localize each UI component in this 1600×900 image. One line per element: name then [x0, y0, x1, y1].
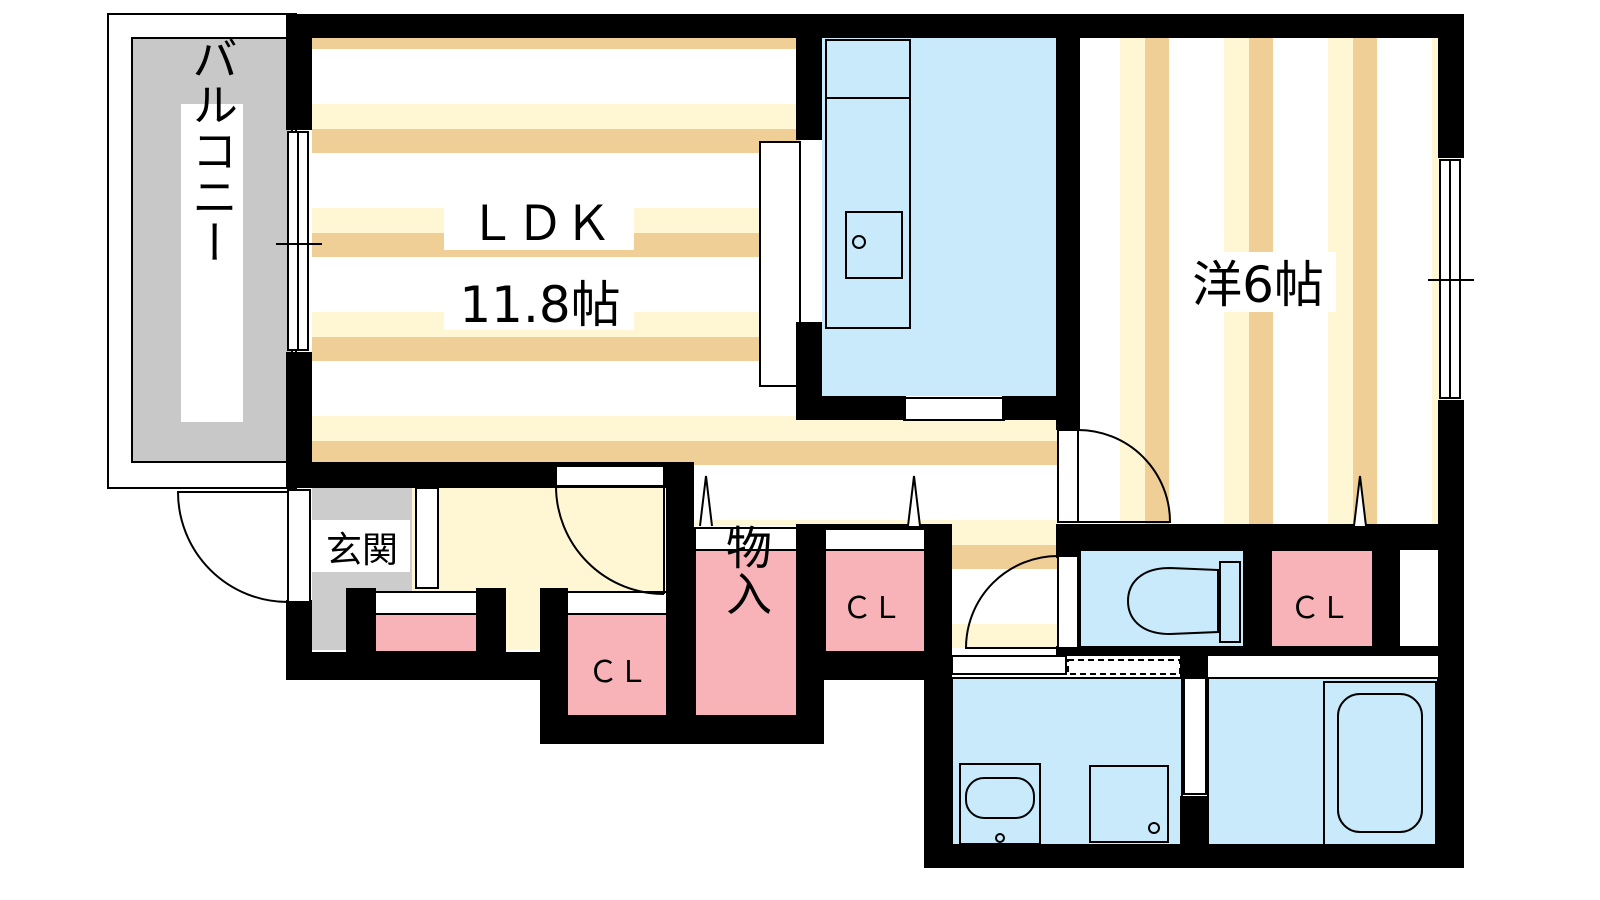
ldk-name-label: ＬＤＫ: [468, 196, 612, 252]
kitchen-window: [903, 397, 1005, 421]
ldk-name-bg: [444, 192, 634, 250]
western-door-swing: [1077, 429, 1172, 523]
balcony: [107, 13, 297, 489]
washing-machine-pan: [1089, 765, 1169, 843]
closet-hall: [566, 613, 670, 717]
western-door: [1057, 429, 1079, 523]
closet-door-marker: [699, 475, 713, 527]
washbasin-bowl-icon: [965, 777, 1035, 819]
western-room-label: 洋6帖: [1192, 256, 1324, 314]
toilet-room: [1079, 549, 1245, 653]
bathtub-inner-icon: [1337, 693, 1423, 833]
kitchen-bar-counter: [759, 141, 801, 387]
toilet-bowl-icon: [1126, 566, 1219, 636]
entrance-label-bg: [312, 520, 410, 572]
hall-door-swing: [555, 485, 665, 595]
storage-label: 物入: [719, 524, 773, 616]
bath-door: [1183, 677, 1207, 795]
kitchen: [759, 38, 1058, 421]
balcony-label: バルコニー: [185, 35, 239, 265]
entrance-step: [415, 487, 439, 589]
front-door-swing: [176, 491, 289, 603]
kitchen-counter: [825, 39, 911, 329]
storage-closet: [694, 549, 798, 717]
ldk-floor: [312, 38, 800, 466]
closet-label-ldk: ＣＬ: [842, 591, 902, 626]
bathroom: [951, 655, 1439, 851]
drain-icon: [1148, 822, 1160, 834]
closet-label-western: ＣＬ: [1290, 591, 1350, 626]
closet-label-hall: ＣＬ: [588, 655, 648, 690]
entrance-label: 玄関: [326, 530, 398, 571]
pipe-space: [1400, 550, 1440, 652]
hall-floor-lower: [948, 526, 1058, 648]
shoe-closet: [374, 613, 478, 653]
hall-floor: [695, 466, 927, 526]
ldk-size-bg: [444, 272, 634, 330]
ldk-size-label: 11.8帖: [459, 276, 620, 334]
toilet-tank: [1219, 561, 1241, 643]
balcony-label-bg: [181, 104, 243, 422]
toilet-door: [1057, 555, 1079, 649]
western-label-bg: [1178, 252, 1336, 312]
front-door: [287, 489, 311, 603]
toilet-door-swing: [964, 555, 1059, 649]
labels: バルコニー ＬＤＫ 11.8帖 洋6帖 玄関 物入 ＣＬ ＣＬ ＣＬ: [185, 35, 1350, 690]
sink-drain-icon: [852, 235, 866, 249]
windows: [276, 131, 1474, 399]
sink: [845, 211, 903, 279]
washroom-door-rail: [951, 655, 1067, 675]
doors: [176, 429, 1367, 649]
